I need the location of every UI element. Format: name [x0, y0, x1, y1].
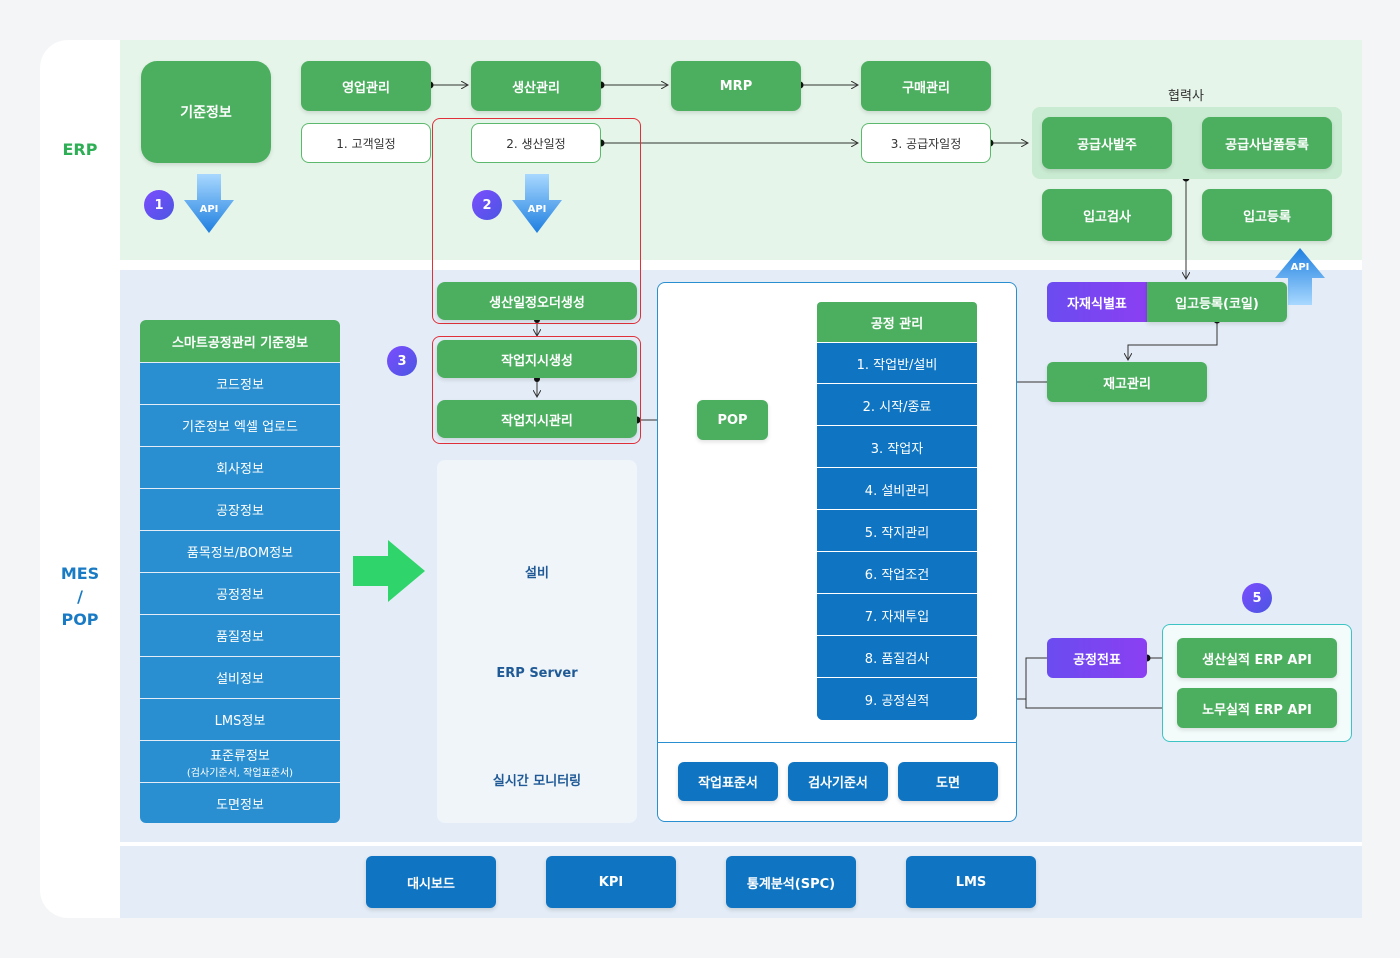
- work-standard-doc: 작업표준서: [678, 762, 778, 801]
- partner-label: 협력사: [1168, 89, 1204, 104]
- process-item-4: 4. 설비관리: [817, 469, 977, 510]
- process-item-7: 7. 자재투입: [817, 595, 977, 636]
- process-items: 1. 작업반/설비 2. 시작/종료 3. 작업자 4. 설비관리 5. 작지관…: [817, 343, 977, 720]
- process-slip-box: 공정전표: [1047, 638, 1147, 678]
- mes-pop-label: MES / POP: [60, 564, 100, 629]
- material-tag-box: 자재식별표: [1047, 282, 1147, 322]
- labor-result-api-box: 노무실적 ERP API: [1177, 688, 1337, 728]
- list-item-standard: 표준류정보 (검사기준서, 작업표준서): [140, 741, 340, 782]
- purchase-management-box: 구매관리: [861, 61, 991, 111]
- list-item-quality: 품질정보: [140, 615, 340, 656]
- list-item-factory: 공장정보: [140, 489, 340, 530]
- api-down-arrow-1: [184, 174, 234, 233]
- list-item-code: 코드정보: [140, 363, 340, 404]
- list-item-item-bom: 품목정보/BOM정보: [140, 531, 340, 572]
- process-item-8: 8. 품질검사: [817, 637, 977, 678]
- incoming-inspection-box: 입고검사: [1042, 189, 1172, 241]
- step-badge-2: 2: [472, 190, 502, 220]
- incoming-register-box: 입고등록: [1202, 189, 1332, 241]
- highlight-production-schedule: [432, 118, 641, 324]
- work-order-manage-box: 작업지시관리: [437, 400, 637, 438]
- list-item-lms: LMS정보: [140, 699, 340, 740]
- step-badge-3: 3: [387, 346, 417, 376]
- systems-panel: [437, 460, 637, 823]
- supplier-schedule-box: 3. 공급자일정: [861, 123, 991, 163]
- customer-schedule-box: 1. 고객일정: [301, 123, 431, 163]
- process-item-9: 9. 공정실적: [817, 679, 977, 720]
- list-item-equipment: 설비정보: [140, 657, 340, 698]
- drawing-doc: 도면: [898, 762, 998, 801]
- flow-arrow-right-1: [353, 540, 425, 602]
- smart-process-base-info-header: 스마트공정관리 기준정보: [140, 320, 340, 362]
- list-item-drawing: 도면정보: [140, 783, 340, 823]
- dashboard-button: 대시보드: [366, 856, 496, 908]
- step-badge-1: 1: [144, 190, 174, 220]
- production-management-box: 생산관리: [471, 61, 601, 111]
- process-item-2: 2. 시작/종료: [817, 385, 977, 426]
- standard-subtitle: (검사기준서, 작업표준서): [186, 767, 294, 779]
- step-badge-5: 5: [1242, 583, 1272, 613]
- list-item-company: 회사정보: [140, 447, 340, 488]
- production-result-api-box: 생산실적 ERP API: [1177, 638, 1337, 678]
- standard-title: 표준류정보: [210, 748, 270, 764]
- sales-management-box: 영업관리: [301, 61, 431, 111]
- process-item-3: 3. 작업자: [817, 427, 977, 468]
- list-item-excel-upload: 기준정보 엑셀 업로드: [140, 405, 340, 446]
- erp-label: ERP: [62, 140, 98, 159]
- monitoring-label: 실시간 모니터링: [492, 774, 582, 789]
- order-create-box: 생산일정오더생성: [437, 282, 637, 320]
- supplier-order-box: 공급사발주: [1042, 117, 1172, 169]
- spc-button: 통계분석(SPC): [726, 856, 856, 908]
- mrp-box: MRP: [671, 61, 801, 111]
- api-label-2: API: [527, 204, 547, 215]
- api-label-1: API: [199, 204, 219, 215]
- inspection-standard-doc: 검사기준서: [788, 762, 888, 801]
- api-up-arrow: [1275, 248, 1325, 305]
- base-info-box: 기준정보: [141, 61, 271, 163]
- inventory-box: 재고관리: [1047, 362, 1207, 402]
- kpi-button: KPI: [546, 856, 676, 908]
- highlight-work-order: [432, 336, 641, 444]
- api-label-3: API: [1290, 262, 1310, 273]
- process-panel-divider: [658, 742, 1016, 743]
- process-item-6: 6. 작업조건: [817, 553, 977, 594]
- production-schedule-box: 2. 생산일정: [471, 123, 601, 163]
- lms-button: LMS: [906, 856, 1036, 908]
- list-item-process: 공정정보: [140, 573, 340, 614]
- process-item-1: 1. 작업반/설비: [817, 343, 977, 384]
- pop-box: POP: [697, 400, 768, 440]
- erp-server-label: ERP Server: [496, 666, 578, 681]
- work-order-create-box: 작업지시생성: [437, 340, 637, 378]
- supplier-delivery-box: 공급사납품등록: [1202, 117, 1332, 169]
- base-info-list: 스마트공정관리 기준정보 코드정보 기준정보 엑셀 업로드 회사정보 공장정보 …: [140, 320, 340, 823]
- api-down-arrow-2: [512, 174, 562, 233]
- process-manage-header: 공정 관리: [817, 302, 977, 342]
- equipment-label: 설비: [525, 566, 549, 581]
- incoming-coil-box: 입고등록(코일): [1147, 282, 1287, 322]
- process-item-5: 5. 작지관리: [817, 511, 977, 552]
